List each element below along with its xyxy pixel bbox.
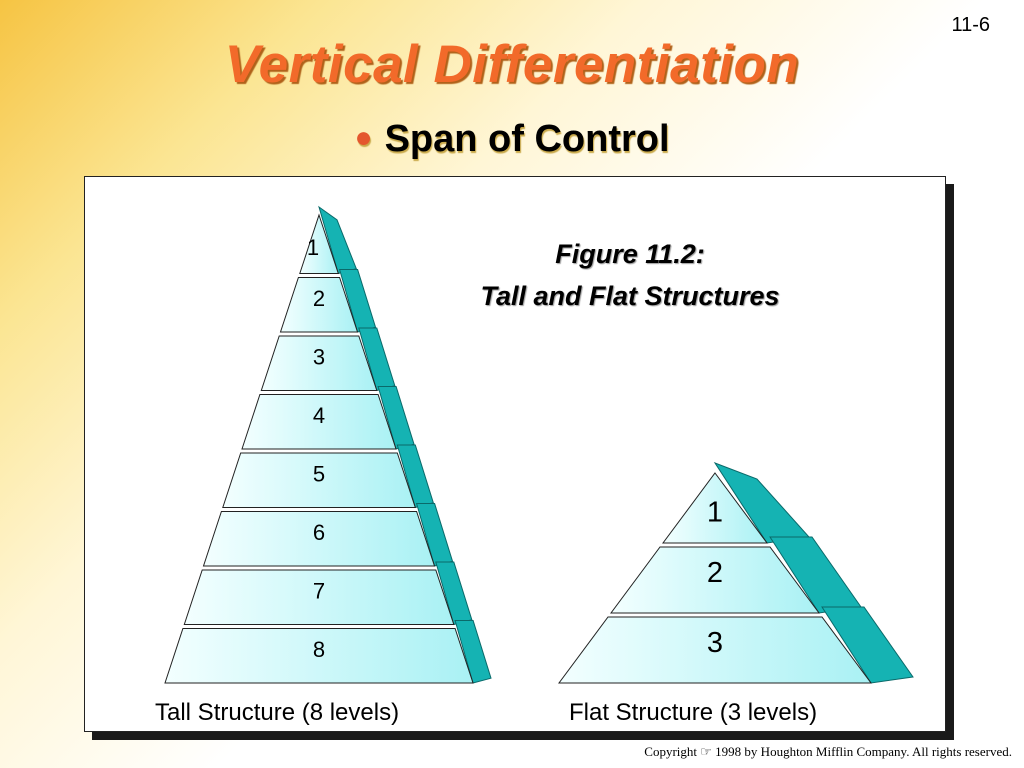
flat-level-1 [662, 472, 768, 544]
slide-number: 11-6 [951, 14, 990, 36]
subtitle-text: Span of Control [384, 118, 670, 160]
tall-level-number: 2 [313, 286, 325, 311]
tall-level-6 [202, 511, 436, 567]
tall-level-number: 7 [313, 579, 325, 604]
tall-level-6-side [415, 503, 454, 567]
bullet-icon: ● [354, 121, 373, 154]
slide-subtitle: ● Span of Control [0, 118, 1024, 161]
figure-caption: Figure 11.2: Tall and Flat Structures [375, 233, 885, 317]
tall-level-1 [299, 213, 339, 274]
tall-level-5 [222, 452, 416, 508]
flat-level-number: 2 [707, 557, 723, 589]
tall-level-3-side [358, 327, 396, 392]
figure-panel: Figure 11.2: Tall and Flat Structures 1 2… [84, 176, 946, 732]
tall-level-number: 8 [313, 637, 325, 662]
tall-level-4 [241, 394, 397, 450]
tall-level-number: 4 [313, 403, 325, 428]
tall-level-2 [279, 277, 359, 333]
tall-level-8-side [454, 620, 492, 684]
tall-level-number: 6 [313, 520, 325, 545]
flat-level-number: 3 [707, 627, 723, 659]
flat-pyramid: 1 2 3 [558, 461, 914, 684]
tall-level-2-side [338, 269, 377, 333]
tall-level-4-side [377, 386, 415, 450]
tall-level-number: 3 [313, 345, 325, 370]
tall-level-1-side [318, 205, 357, 275]
flat-structure-label: Flat Structure (3 levels) [569, 699, 818, 726]
flat-level-number: 1 [707, 497, 723, 529]
tall-level-3 [260, 335, 378, 391]
tall-structure-label: Tall Structure (8 levels) [155, 699, 400, 726]
caption-line-2: Tall and Flat Structures [480, 281, 780, 311]
flat-level-3-side [821, 606, 914, 684]
tall-pyramid: 1 2 3 4 5 6 7 8 [164, 205, 492, 684]
slide-title: Vertical Differentiation [224, 35, 800, 94]
tall-level-7-side [435, 561, 473, 626]
tall-level-8 [164, 628, 474, 684]
tall-level-number: 5 [313, 462, 325, 487]
tall-level-number: 1 [307, 235, 319, 260]
tall-level-5-side [396, 444, 434, 509]
flat-level-3 [558, 616, 872, 684]
caption-line-1: Figure 11.2: [555, 239, 705, 269]
pyramids-diagram: 1 2 3 4 5 6 7 8 1 2 3 [164, 205, 914, 684]
copyright-notice: Copyright ☞ 1998 by Houghton Mifflin Com… [644, 744, 1012, 759]
flat-level-2 [610, 546, 820, 614]
tall-level-7 [183, 569, 455, 625]
